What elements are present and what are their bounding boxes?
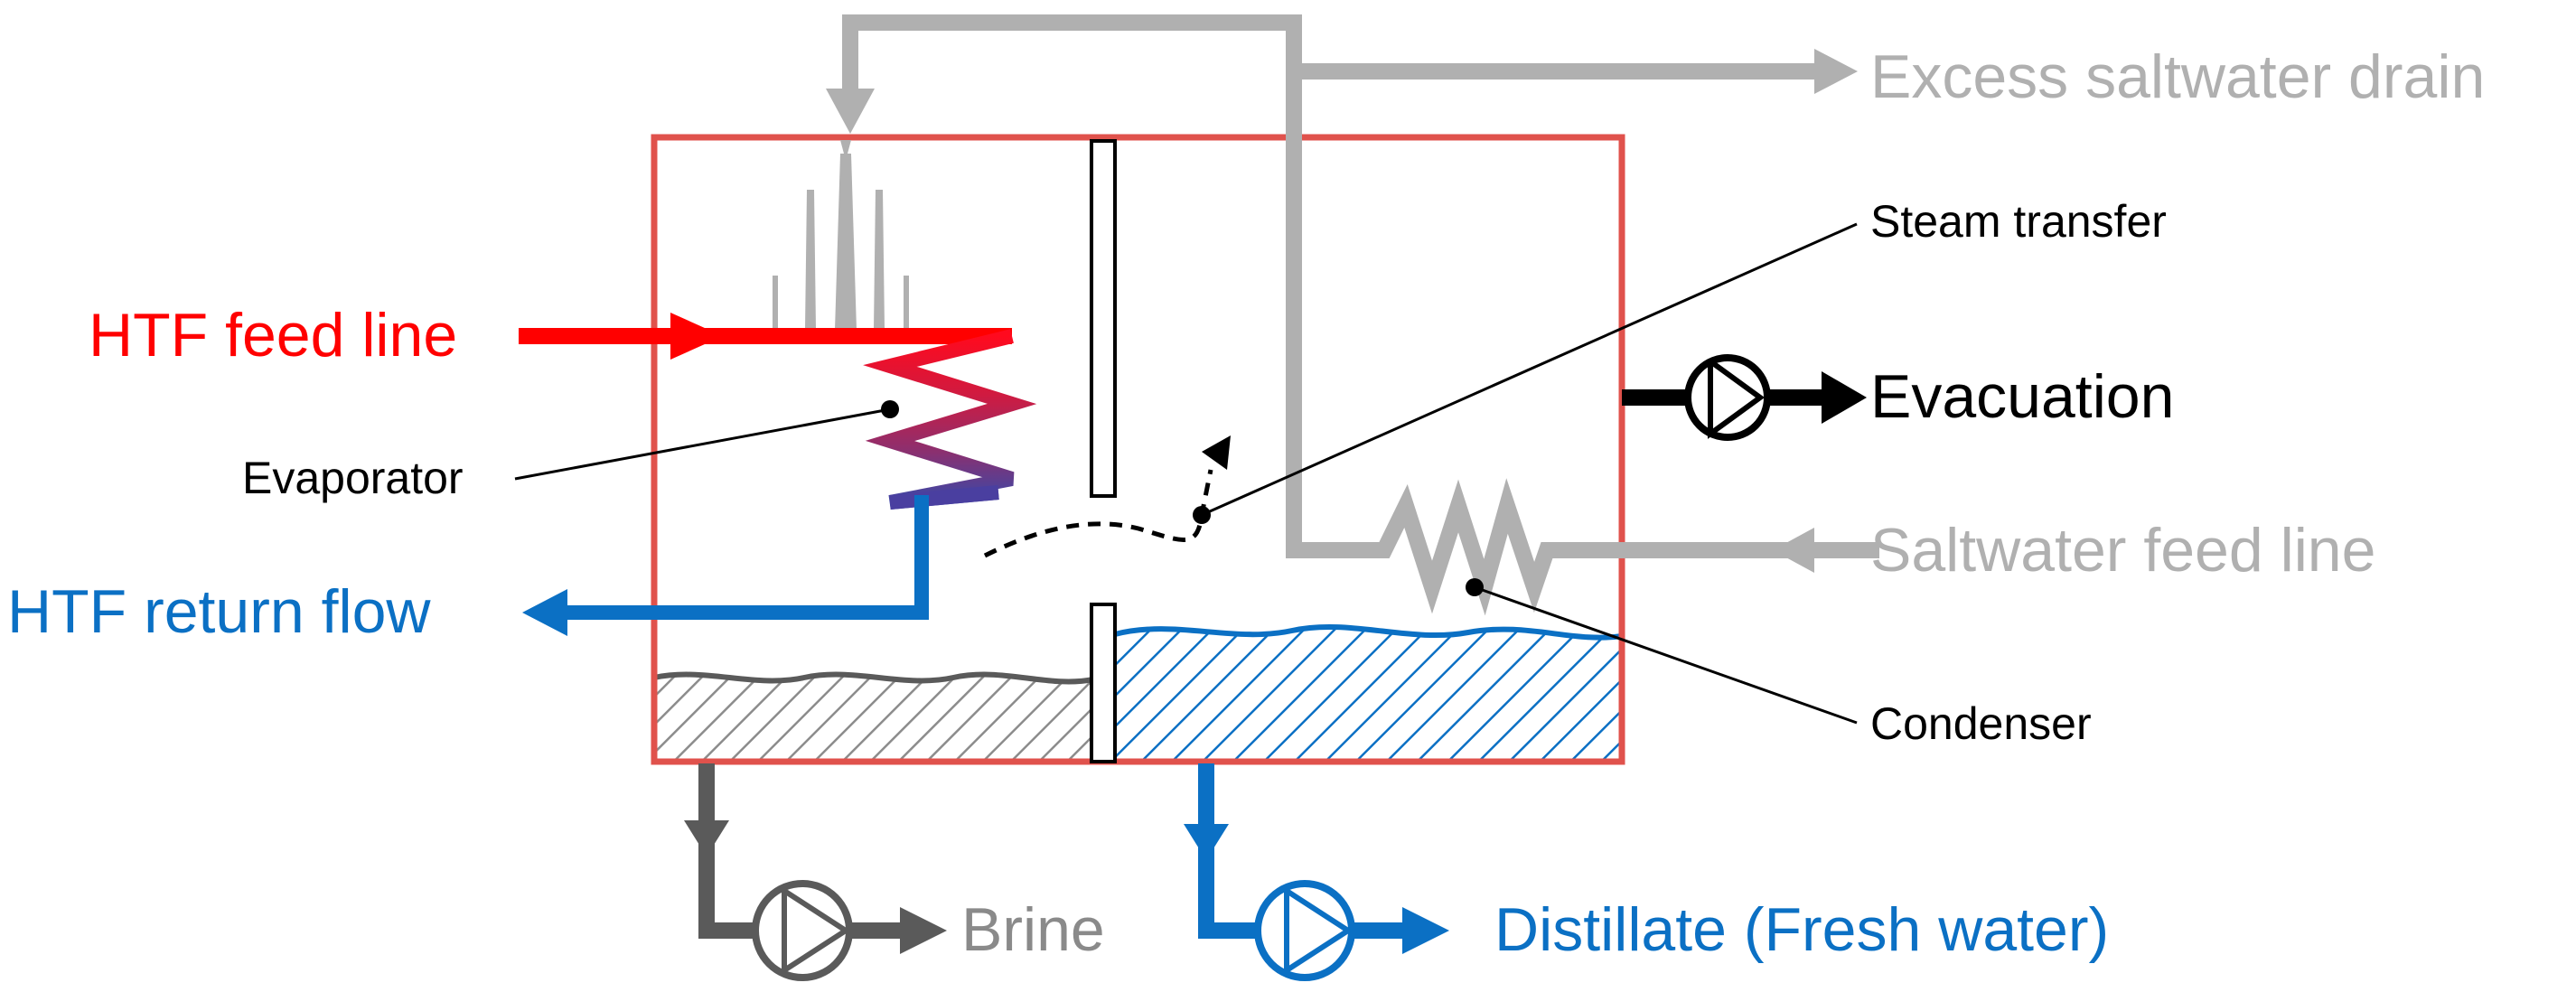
label-condenser: Condenser xyxy=(1870,698,2092,749)
arrow-to-nozzle xyxy=(826,89,875,134)
saltwater-loop xyxy=(842,14,1879,616)
vessel-outline xyxy=(651,134,1625,765)
label-excess-saltwater-drain: Excess saltwater drain xyxy=(1870,42,2485,111)
distillate-surface xyxy=(1114,623,1623,641)
distillate-pipe xyxy=(1198,763,1256,939)
label-steam-transfer: Steam transfer xyxy=(1870,196,2167,247)
leader-evaporator xyxy=(514,407,891,481)
label-htf-return-flow: HTF return flow xyxy=(7,577,431,646)
evaporator-coil-tail xyxy=(889,485,999,510)
label-distillate: Distillate (Fresh water) xyxy=(1494,895,2109,964)
brine-pump-glyph xyxy=(782,888,851,976)
brine-pipe xyxy=(698,763,755,939)
steam-arrow-head xyxy=(1202,435,1231,470)
distillate-pool xyxy=(1115,626,1622,762)
leader-steam-transfer xyxy=(1201,222,1858,517)
spray-nozzle xyxy=(773,140,909,330)
steam-path xyxy=(983,469,1213,558)
distillate-down-arrow xyxy=(1184,824,1229,860)
leader-condenser xyxy=(1474,585,1858,725)
divider-wall-lower xyxy=(1090,603,1117,763)
brine-surface xyxy=(653,671,1094,685)
htf-feed-arrow xyxy=(670,313,723,360)
distillate-arrow xyxy=(1402,907,1449,954)
htf-return-arrow xyxy=(522,589,567,636)
label-evaporator: Evaporator xyxy=(242,453,464,503)
label-brine: Brine xyxy=(961,895,1105,964)
divider-wall-upper xyxy=(1090,139,1117,498)
leader-lines xyxy=(514,222,1858,725)
label-evacuation: Evacuation xyxy=(1870,362,2174,431)
brine-down-arrow xyxy=(684,820,729,856)
evaporator-coil xyxy=(863,329,1037,510)
distillate-pump-icon xyxy=(1254,880,1355,981)
arrow-saltwater-feed xyxy=(1773,528,1814,573)
brine-pump-icon xyxy=(752,880,853,981)
label-saltwater-feed-line: Saltwater feed line xyxy=(1870,516,2375,585)
label-htf-feed-line: HTF feed line xyxy=(89,301,457,370)
evacuation-pump-icon xyxy=(1684,354,1771,441)
distillate-pump-glyph xyxy=(1284,888,1354,976)
evacuation-pump-glyph xyxy=(1708,359,1766,439)
brine-pool xyxy=(654,674,1093,762)
arrow-excess-drain xyxy=(1814,49,1858,94)
brine-arrow xyxy=(900,907,947,954)
htf-return-pipe xyxy=(565,495,929,620)
evacuation-arrow xyxy=(1822,371,1867,424)
